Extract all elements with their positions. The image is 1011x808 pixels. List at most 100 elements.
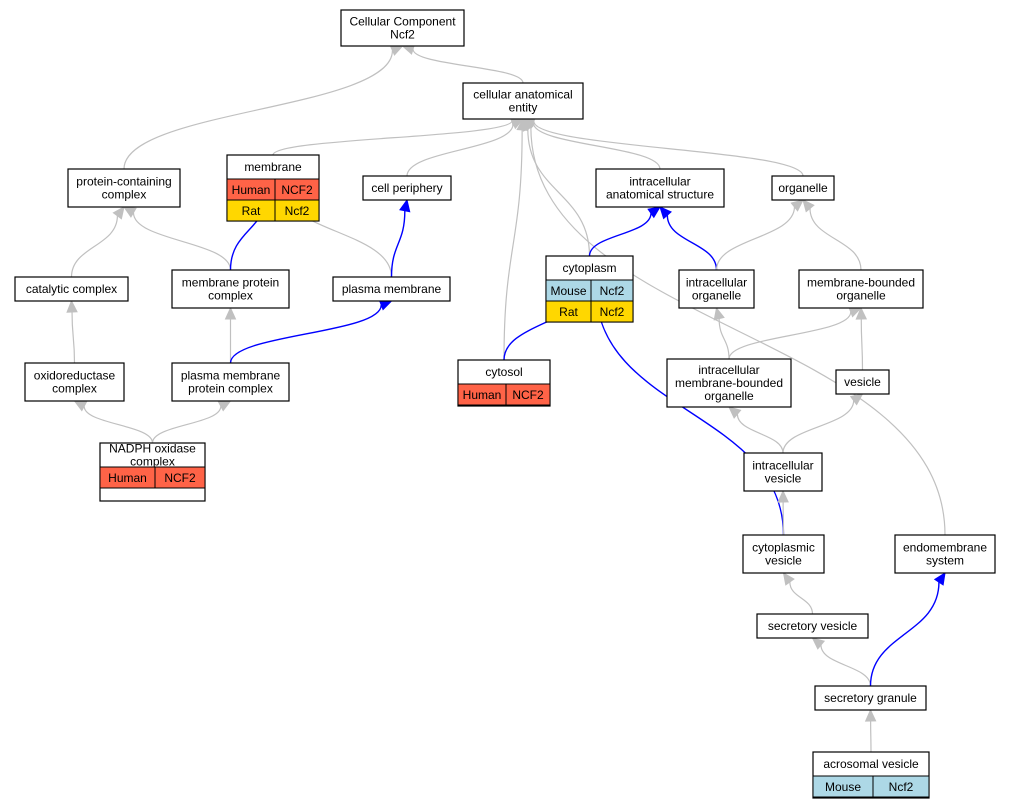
edge-sgranule-to-svesicle	[811, 637, 872, 687]
arrowhead	[933, 571, 946, 586]
annotation-row: Rat Ncf2	[545, 300, 634, 323]
edge-cae-to-root	[401, 43, 524, 84]
annotation-row: Mouse Ncf2	[545, 279, 634, 302]
gene-label: Ncf2	[600, 284, 625, 298]
node-label-line: cytoplasmic	[752, 541, 815, 555]
node-box	[814, 685, 927, 711]
node-box	[67, 168, 181, 208]
arrowhead	[782, 572, 795, 586]
arrowhead	[855, 306, 868, 320]
gene-cell	[274, 199, 320, 222]
edge-ivesicle-to-vesicle	[782, 393, 864, 454]
node-label-line: oxidoreductase	[34, 369, 116, 383]
node-label-line: complex	[52, 382, 97, 396]
node-label-line: anatomical structure	[606, 188, 714, 202]
gene-label: NCF2	[512, 388, 544, 402]
arrowhead	[713, 306, 725, 321]
node-label-line: entity	[509, 101, 538, 115]
node-label-line: intracellular	[629, 175, 690, 189]
node-label-line: complex	[130, 455, 175, 469]
node-label-line: vesicle	[844, 375, 881, 389]
edge-cytosol-to-cae	[503, 117, 528, 361]
gene-label: Ncf2	[600, 305, 625, 319]
species-label: Human	[108, 471, 147, 485]
node-label-line: protein-containing	[76, 175, 171, 189]
node-label-line: vesicle	[765, 554, 802, 568]
arrowhead	[849, 393, 864, 406]
node-box	[340, 9, 465, 47]
node-box	[798, 269, 924, 309]
node-box	[835, 369, 890, 395]
edge-catalytic-to-pcc	[70, 206, 125, 278]
arrowhead	[224, 306, 237, 320]
node-pm[interactable]: plasma membrane	[332, 276, 451, 302]
edge-ivesicle-to-imbo	[728, 406, 784, 454]
node-vesicle[interactable]: vesicle	[835, 369, 890, 395]
node-label-line: Ncf2	[390, 28, 415, 42]
edge-cytoplasm-to-ias	[588, 206, 661, 257]
node-label-line: secretory granule	[824, 691, 917, 705]
node-box	[332, 276, 451, 302]
edge-acro-to-sgranule	[864, 708, 877, 753]
node-label-line: Cellular Component	[349, 15, 456, 29]
edge-cvesicle-to-ivesicle	[777, 489, 789, 536]
node-cellper[interactable]: cell periphery	[362, 175, 452, 201]
edge-mpc-to-pcc	[122, 206, 232, 271]
node-svesicle[interactable]: secretory vesicle	[756, 613, 869, 639]
node-box	[678, 269, 755, 309]
species-label: Mouse	[550, 284, 586, 298]
node-box	[771, 175, 835, 201]
species-label: Human	[232, 183, 271, 197]
node-sgranule[interactable]: secretory granule	[814, 685, 927, 711]
species-label: Mouse	[825, 780, 861, 794]
edge-pcc-to-root	[123, 45, 404, 170]
annotation-row: Human NCF2	[99, 466, 206, 489]
gene-label: NCF2	[164, 471, 196, 485]
node-organelle[interactable]: organelle	[771, 175, 835, 201]
gene-cell	[505, 383, 551, 406]
node-label-line: cellular anatomical	[473, 88, 572, 102]
node-label-line: organelle	[704, 389, 754, 403]
edge-iorg-to-organelle	[715, 199, 804, 271]
edge-iorg-to-ias	[659, 206, 718, 271]
edge-cellper-to-cae	[406, 118, 525, 177]
species-label: Rat	[242, 204, 261, 218]
edge-membrane-to-cae	[272, 114, 525, 156]
gene-label: NCF2	[281, 183, 313, 197]
gene-cell	[154, 466, 206, 489]
edge-cytoplasm-to-cae	[522, 117, 591, 257]
node-box	[362, 175, 452, 201]
node-box	[14, 276, 129, 302]
node-label-line: organelle	[836, 289, 886, 303]
arrowhead	[122, 206, 137, 218]
node-label-line: membrane protein	[182, 276, 279, 290]
node-box	[24, 362, 125, 402]
node-label-line: intracellular	[698, 363, 759, 377]
node-label-line: cytoplasm	[562, 261, 616, 275]
node-label-line: cytosol	[485, 365, 522, 379]
node-catalytic[interactable]: catalytic complex	[14, 276, 129, 302]
species-label: Rat	[559, 305, 578, 319]
